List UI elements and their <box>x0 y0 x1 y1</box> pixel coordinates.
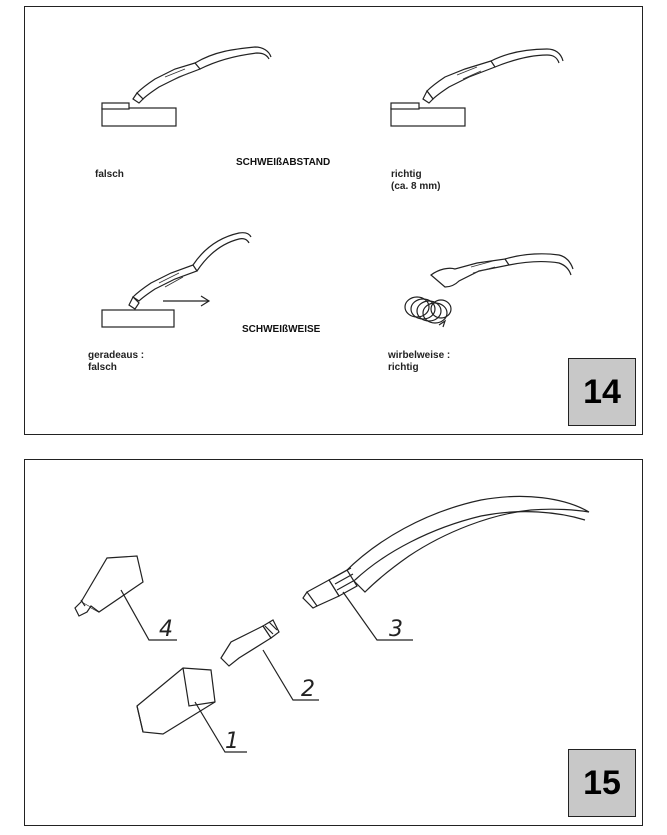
part-label-3: 3 <box>389 617 403 642</box>
figure-15-panel: 3 4 2 1 15 <box>24 459 643 826</box>
torch-wrong-distance-drawing <box>101 46 574 328</box>
figure-number-badge: 14 <box>568 358 636 426</box>
part-label-4: 4 <box>159 617 173 642</box>
figure-number-badge: 15 <box>568 749 636 817</box>
label-right-distance-line1: richtig <box>391 169 422 180</box>
section-title-welding-technique: SCHWEIßWEISE <box>242 324 321 335</box>
label-circular-line1: wirbelweise : <box>388 350 451 361</box>
label-circular-line2: richtig <box>388 362 419 373</box>
label-wrong-distance: falsch <box>95 169 124 180</box>
part-label-1: 1 <box>225 729 239 754</box>
section-title-welding-distance: SCHWEIßABSTAND <box>236 157 331 168</box>
label-straight-line2: falsch <box>88 362 117 373</box>
torch-parts-exploded-drawing: 3 4 2 1 <box>74 495 590 754</box>
part-label-2: 2 <box>301 677 315 702</box>
figure-14-panel: falsch SCHWEIßABSTAND richtig (ca. 8 mm)… <box>24 6 643 435</box>
label-straight-line1: geradeaus : <box>88 350 145 361</box>
label-right-distance-line2: (ca. 8 mm) <box>391 181 441 192</box>
